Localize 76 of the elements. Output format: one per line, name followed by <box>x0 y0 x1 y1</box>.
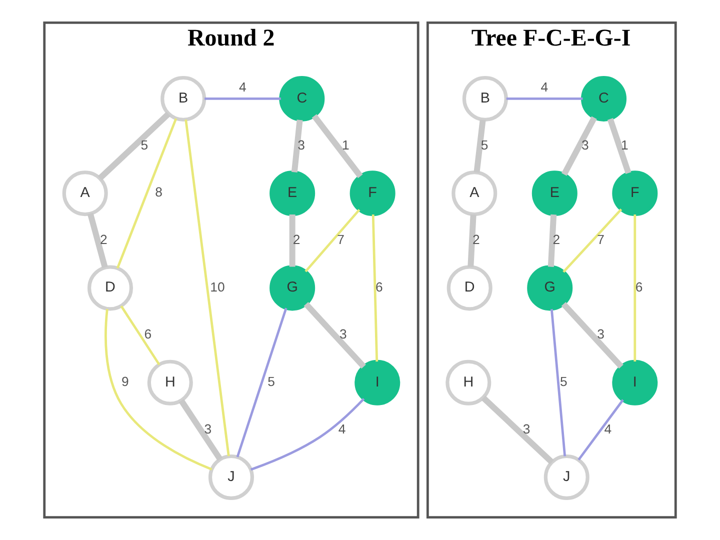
node-circle: I <box>354 360 400 406</box>
connector <box>120 305 160 366</box>
edge-label: 2 <box>292 232 300 248</box>
connector <box>184 119 230 456</box>
connector <box>372 214 378 362</box>
node-circle: J <box>544 454 590 500</box>
connector <box>312 114 363 178</box>
node-circle: C <box>279 76 325 122</box>
connector <box>548 214 557 267</box>
node-circle: E <box>270 170 316 216</box>
edge-label: 4 <box>338 421 346 436</box>
edge-label: 2 <box>100 232 108 248</box>
connector <box>98 112 170 180</box>
node-circle: J <box>208 454 254 500</box>
connector <box>506 98 583 100</box>
edge-label: 7 <box>337 232 344 248</box>
edge-label: 5 <box>560 374 568 389</box>
connector <box>474 120 486 173</box>
edge-label: 2 <box>552 232 560 248</box>
edge-label: 3 <box>597 326 604 342</box>
connector <box>481 396 554 464</box>
edge-label: 10 <box>210 279 225 294</box>
connector <box>550 309 566 456</box>
node-circle: B <box>462 76 508 122</box>
edge-label: 5 <box>140 137 148 152</box>
connector <box>561 302 624 369</box>
node-circle: C <box>581 76 627 122</box>
connector <box>204 98 281 100</box>
connector <box>304 302 366 369</box>
edge-label: 3 <box>204 421 212 436</box>
edge-label: 3 <box>340 326 347 342</box>
connector <box>236 308 288 458</box>
edge-label: 3 <box>522 421 530 436</box>
node-circle: F <box>350 170 396 216</box>
edge-label: 4 <box>540 79 548 94</box>
connector <box>634 214 636 362</box>
edge-label: 1 <box>621 137 628 152</box>
edge-label: 9 <box>122 374 129 389</box>
edge-label: 4 <box>238 79 246 94</box>
node-circle: D <box>88 265 134 311</box>
node-circle: A <box>62 170 108 216</box>
edge-label: 3 <box>582 137 589 152</box>
connector <box>561 116 597 176</box>
edge-label: 5 <box>480 137 488 152</box>
node-circle: A <box>452 170 498 216</box>
node-circle: B <box>160 76 206 122</box>
connector <box>116 118 178 269</box>
node-circle: E <box>532 170 578 216</box>
edge-label: 6 <box>635 279 643 294</box>
node-circle: F <box>612 170 658 216</box>
connector <box>289 214 296 267</box>
connector <box>607 118 632 174</box>
connector <box>304 208 360 272</box>
connector <box>468 214 476 267</box>
edge-label: 3 <box>298 137 305 152</box>
edge-label: 7 <box>597 232 604 248</box>
node-circle: G <box>527 265 573 311</box>
connector <box>87 212 108 268</box>
node-circle: G <box>270 265 316 311</box>
edge-label: 6 <box>144 326 152 342</box>
edge-label: 5 <box>268 374 276 389</box>
edge-label: 6 <box>376 279 383 294</box>
node-circle: H <box>147 360 193 406</box>
edge-label: 4 <box>604 421 612 436</box>
connector <box>178 399 223 461</box>
connector <box>578 399 624 461</box>
connector <box>250 398 365 471</box>
connector <box>562 208 622 273</box>
connector <box>104 308 212 470</box>
edge-label: 1 <box>342 137 350 152</box>
node-circle: I <box>612 360 658 406</box>
connector <box>291 120 303 172</box>
node-circle: H <box>446 360 492 406</box>
node-circle: D <box>446 265 492 311</box>
edge-label: 8 <box>155 184 162 200</box>
edge-label: 2 <box>472 232 480 248</box>
